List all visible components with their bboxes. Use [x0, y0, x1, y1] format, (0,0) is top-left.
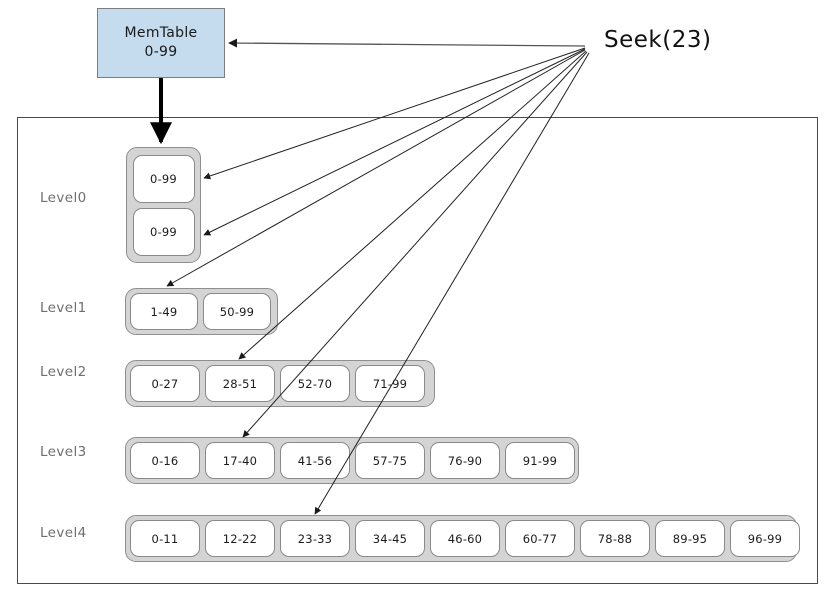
level0-cell-0-range: 0-99: [150, 171, 177, 186]
level3-cell-1-range: 17-40: [222, 453, 258, 468]
level4-cell-2[interactable]: 23-33: [280, 520, 350, 557]
level4-container: 0-11 12-22 23-33 34-45 46-60 60-77 78-88…: [125, 515, 800, 562]
level2-cell-3-range: 71-99: [372, 376, 408, 391]
level4-cell-6[interactable]: 78-88: [580, 520, 650, 557]
level4-cell-8[interactable]: 96-99: [730, 520, 800, 557]
level2-cell-1-range: 28-51: [222, 376, 258, 391]
level3-container: 0-16 17-40 41-56 57-75 76-90 91-99: [125, 437, 579, 484]
level2-cell-0[interactable]: 0-27: [130, 365, 200, 402]
level2-cell-2[interactable]: 52-70: [280, 365, 350, 402]
level3-cell-3[interactable]: 57-75: [355, 442, 425, 479]
level-label-4: Level4: [40, 525, 87, 541]
level4-cell-1[interactable]: 12-22: [205, 520, 275, 557]
level4-cell-6-range: 78-88: [597, 531, 633, 546]
level2-cell-0-range: 0-27: [151, 376, 179, 391]
memtable-box[interactable]: MemTable 0-99: [97, 8, 225, 78]
level4-cell-0[interactable]: 0-11: [130, 520, 200, 557]
memtable-range: 0-99: [144, 44, 178, 60]
level4-cell-4[interactable]: 46-60: [430, 520, 500, 557]
level4-cell-8-range: 96-99: [747, 531, 783, 546]
level2-cell-3[interactable]: 71-99: [355, 365, 425, 402]
level3-cell-1[interactable]: 17-40: [205, 442, 275, 479]
level3-cell-2[interactable]: 41-56: [280, 442, 350, 479]
level4-cell-1-range: 12-22: [222, 531, 258, 546]
level-label-1: Level1: [40, 300, 87, 316]
level4-cell-2-range: 23-33: [297, 531, 333, 546]
level0-container: 0-99 0-99: [126, 147, 201, 263]
level1-cell-1-range: 50-99: [219, 304, 255, 319]
level4-cell-0-range: 0-11: [151, 531, 179, 546]
level3-cell-4[interactable]: 76-90: [430, 442, 500, 479]
level1-cell-0-range: 1-49: [150, 304, 178, 319]
memtable-name: MemTable: [124, 25, 198, 41]
level-label-2: Level2: [40, 364, 87, 380]
level3-cell-0-range: 0-16: [151, 453, 179, 468]
level0-cell-1[interactable]: 0-99: [132, 207, 195, 256]
level3-cell-5[interactable]: 91-99: [505, 442, 575, 479]
level0-cell-0[interactable]: 0-99: [132, 154, 195, 203]
level2-cell-2-range: 52-70: [297, 376, 333, 391]
seek-arrow-memtable: [228, 38, 586, 48]
level4-cell-4-range: 46-60: [447, 531, 483, 546]
level4-cell-5[interactable]: 60-77: [505, 520, 575, 557]
level1-cell-1[interactable]: 50-99: [203, 293, 271, 330]
level4-cell-5-range: 60-77: [522, 531, 558, 546]
level-label-0: Level0: [40, 190, 87, 206]
level-label-3: Level3: [40, 444, 87, 460]
level1-container: 1-49 50-99: [125, 288, 278, 335]
level0-cell-1-range: 0-99: [150, 224, 177, 239]
level4-cell-7[interactable]: 89-95: [655, 520, 725, 557]
level3-cell-4-range: 76-90: [447, 453, 483, 468]
level4-cell-3-range: 34-45: [372, 531, 408, 546]
seek-operation-label: Seek(23): [604, 27, 712, 53]
level3-cell-2-range: 41-56: [297, 453, 333, 468]
level3-cell-0[interactable]: 0-16: [130, 442, 200, 479]
level2-container: 0-27 28-51 52-70 71-99: [125, 360, 435, 407]
level3-cell-5-range: 91-99: [522, 453, 558, 468]
level1-cell-0[interactable]: 1-49: [130, 293, 198, 330]
level4-cell-3[interactable]: 34-45: [355, 520, 425, 557]
level4-cell-7-range: 89-95: [672, 531, 708, 546]
level3-cell-3-range: 57-75: [372, 453, 408, 468]
level2-cell-1[interactable]: 28-51: [205, 365, 275, 402]
